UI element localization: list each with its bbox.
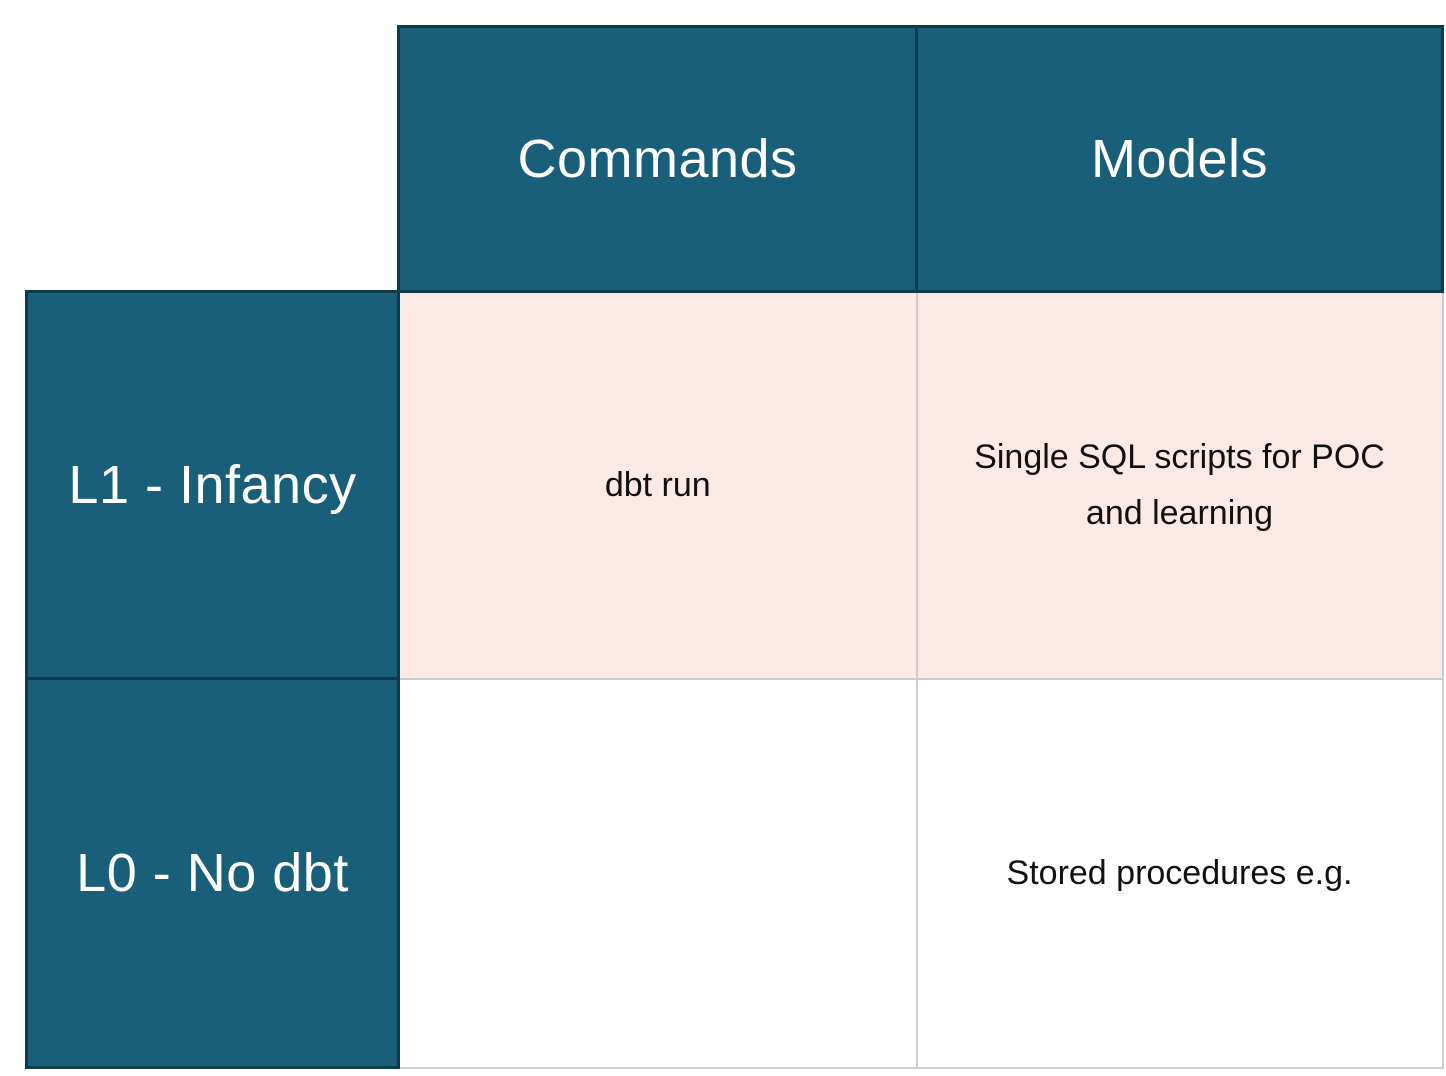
cell-l1-models: Single SQL scripts for POC and learning bbox=[915, 290, 1444, 680]
row-header-l1-infancy: L1 - Infancy bbox=[25, 290, 400, 680]
cell-l0-commands bbox=[397, 677, 918, 1069]
corner-cell bbox=[27, 27, 399, 292]
row-header-l0-no-dbt: L0 - No dbt bbox=[25, 677, 400, 1069]
cell-l1-models-text: Single SQL scripts for POC and learning bbox=[974, 438, 1385, 533]
row-l0-no-dbt: L0 - No dbt Stored procedures e.g. bbox=[25, 677, 1444, 1069]
cell-l0-models-text: Stored procedures e.g. bbox=[1006, 853, 1353, 892]
column-header-models: Models bbox=[915, 25, 1444, 293]
row-l1-infancy: L1 - Infancy dbt run Single SQL scripts … bbox=[25, 290, 1444, 680]
maturity-matrix-table: Commands Models L1 - Infancy dbt run Sin… bbox=[25, 25, 1444, 1069]
header-row: Commands Models bbox=[27, 25, 1444, 293]
cell-l1-commands: dbt run bbox=[397, 290, 918, 680]
cell-l0-models: Stored procedures e.g. bbox=[915, 677, 1444, 1069]
column-header-commands: Commands bbox=[397, 25, 918, 293]
